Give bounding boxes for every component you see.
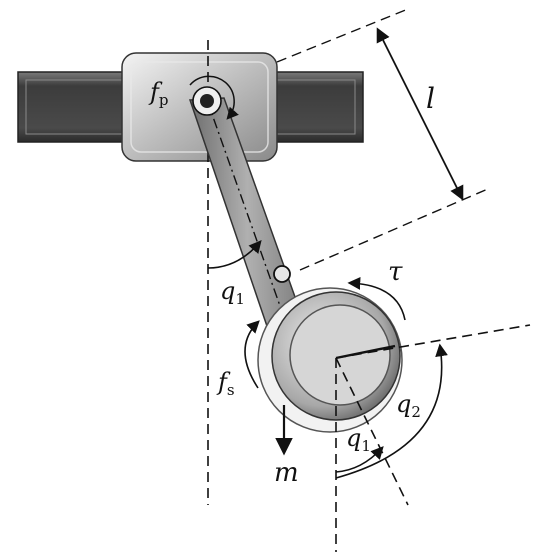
label-fs: fs — [216, 368, 235, 399]
tau-torque-arc — [347, 277, 406, 321]
reaction-wheel — [257, 287, 403, 433]
q2-angle-arc — [335, 343, 448, 479]
pivot-joint — [189, 75, 239, 120]
link-joint-pin — [273, 265, 291, 283]
fs-friction-arc — [244, 320, 260, 389]
label-l: l — [426, 82, 435, 115]
q1-upper-angle-arc — [207, 240, 262, 269]
label-q2: q2 — [396, 390, 421, 421]
label-tau: τ — [388, 257, 403, 287]
wheel-reference-lines — [335, 324, 531, 552]
q1-lower-angle-arc — [335, 446, 384, 473]
length-dimension — [276, 8, 491, 271]
label-m: m — [274, 458, 299, 488]
label-q1-upper: q1 — [220, 277, 245, 308]
label-q1-lower: q1 — [346, 424, 371, 455]
